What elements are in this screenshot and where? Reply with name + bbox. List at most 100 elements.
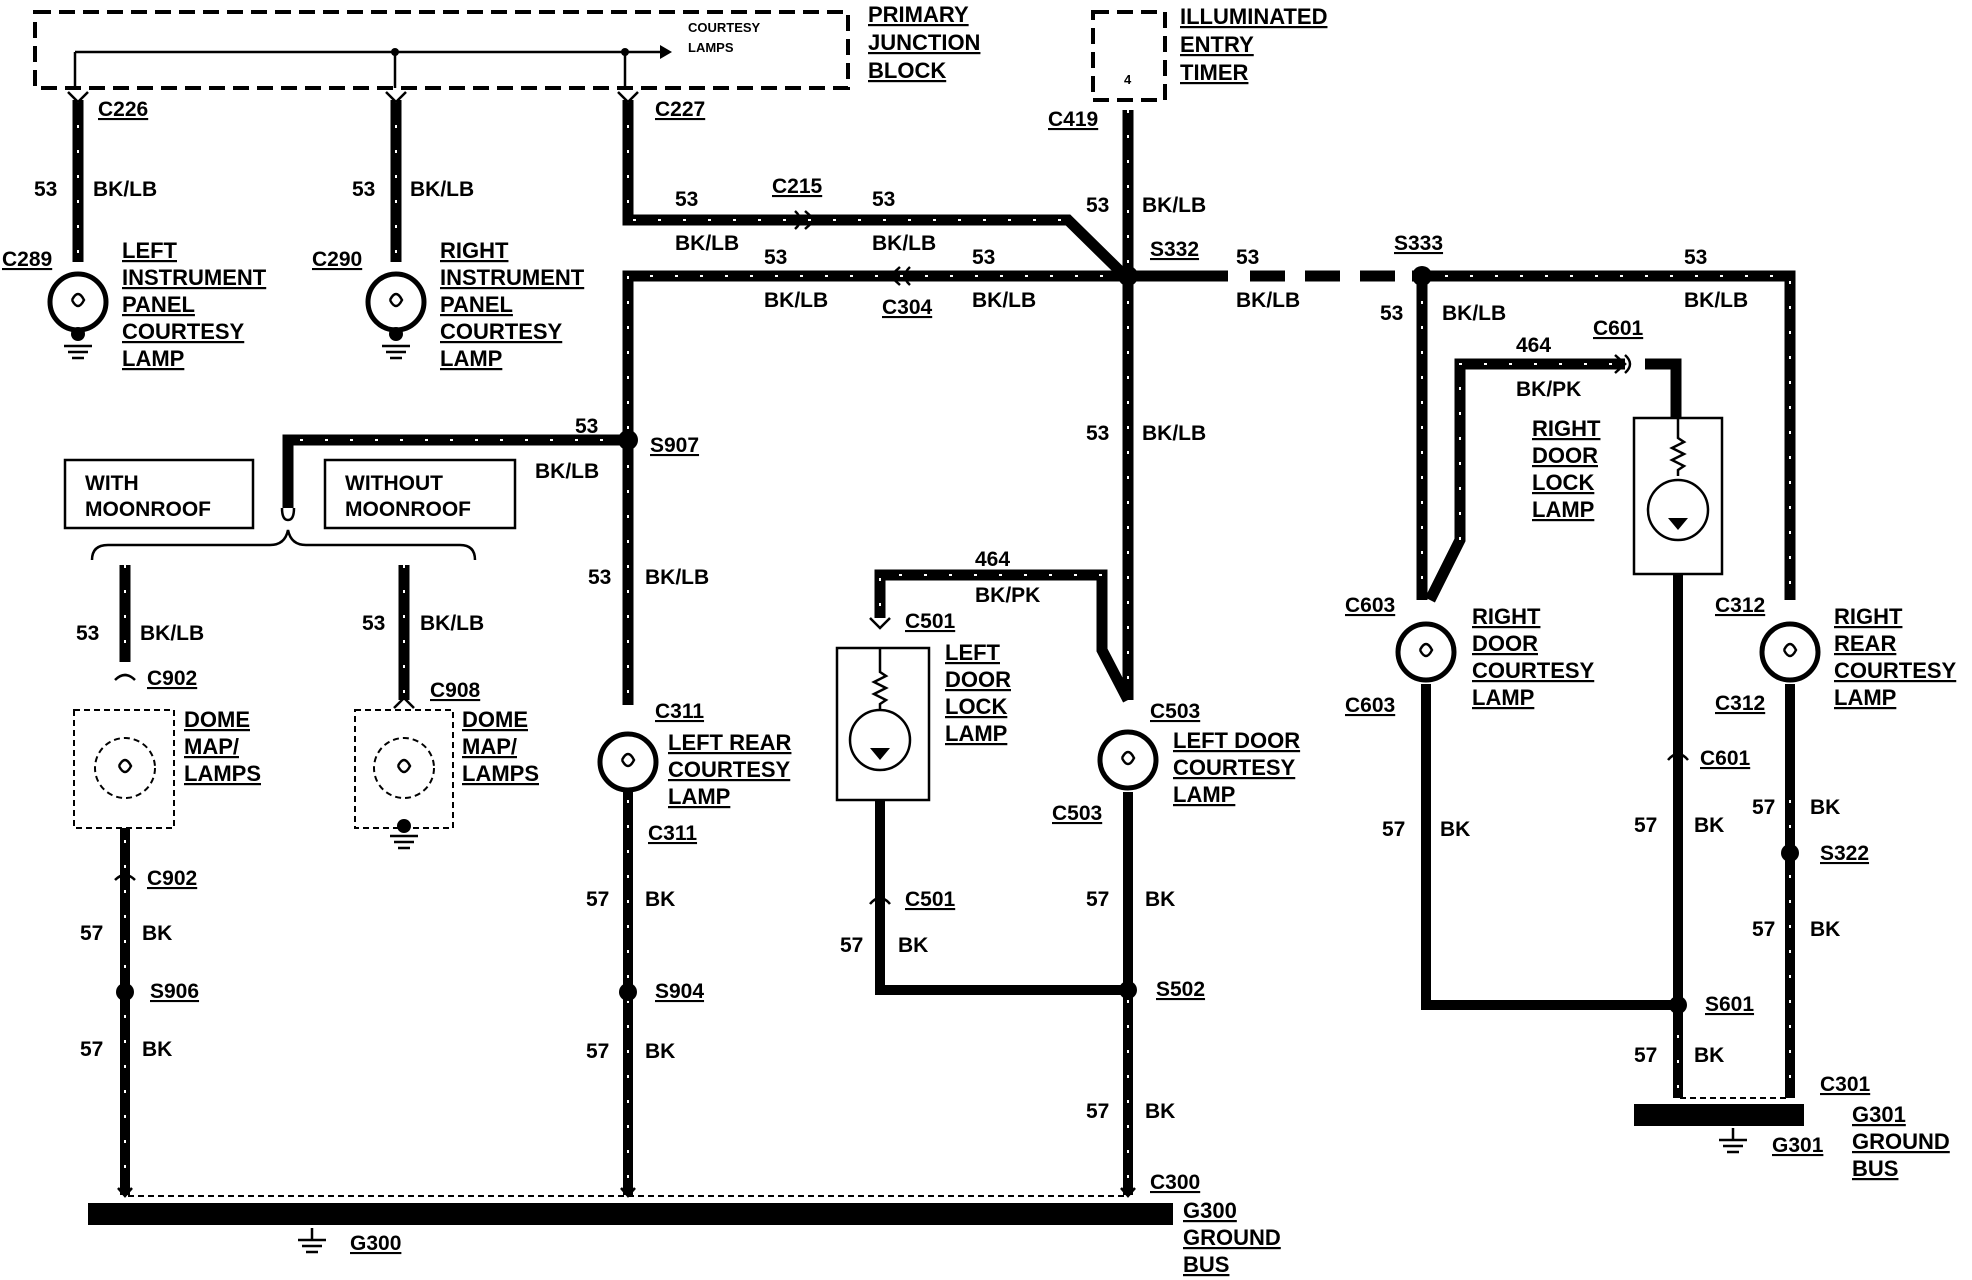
right-rear-courtesy-lamp (1759, 621, 1821, 683)
right-ip-lamp-label-4: COURTESY (440, 319, 563, 344)
wire-color: BK/LB (1236, 289, 1300, 312)
junction-title-3: BLOCK (868, 58, 946, 83)
wire-circuit: 53 (675, 188, 698, 211)
connector-c300: C300 (1150, 1171, 1200, 1194)
connector-labels: C226 C227 C419 C215 C304 C289 C290 C902 … (2, 98, 1871, 1194)
wire-color: BK/LB (1142, 422, 1206, 445)
junction-title-1: PRIMARY (868, 2, 969, 27)
wire-labels: 53 BK/LB 53 BK/LB 53 BK/LB 53 BK/LB 53 B… (34, 178, 1840, 1123)
left-rear-courtesy-lamp (597, 731, 659, 793)
wire-color: BK/LB (535, 460, 599, 483)
wire-color: BK/LB (675, 232, 739, 255)
timer-pin: 4 (1124, 72, 1132, 87)
wire-color: BK/LB (972, 289, 1036, 312)
wire-circuit: 464 (975, 548, 1010, 571)
splice-s904: S904 (655, 980, 704, 1003)
dome-map-1-label-3: LAMPS (184, 761, 261, 786)
right-ip-lamp-label-2: INSTRUMENT (440, 265, 585, 290)
with-moonroof-1: WITH (85, 472, 139, 495)
connector-c301: C301 (1820, 1073, 1871, 1096)
left-door-courtesy-label-2: COURTESY (1173, 755, 1296, 780)
g300-title-2: GROUND (1183, 1225, 1281, 1250)
right-door-courtesy-lamp (1395, 621, 1457, 683)
right-door-lock-label-3: LOCK (1532, 470, 1594, 495)
junction-title-2: JUNCTION (868, 30, 980, 55)
right-door-lock-label-4: LAMP (1532, 497, 1594, 522)
wire-circuit: 53 (1380, 302, 1403, 325)
wire-circuit: 57 (586, 888, 609, 911)
splice-s502: S502 (1156, 978, 1205, 1001)
wire-color: BK (898, 934, 928, 957)
junction-inner-label-2: LAMPS (688, 40, 734, 55)
g300-title-1: G300 (1183, 1198, 1237, 1223)
wire-circuit: 57 (1634, 814, 1657, 837)
g301-title-2: GROUND (1852, 1129, 1950, 1154)
dome-map-2-label-3: LAMPS (462, 761, 539, 786)
wire-circuit: 57 (1634, 1044, 1657, 1067)
connector-c601-bottom: C601 (1700, 747, 1751, 770)
g301-ground-bus: G301 G301 GROUND BUS (1634, 1102, 1950, 1181)
junction-inner-label-1: COURTESY (688, 20, 761, 35)
left-ip-lamp-label-1: LEFT (122, 238, 178, 263)
wire-circuit: 53 (1684, 246, 1707, 269)
connector-c908: C908 (430, 679, 481, 702)
wire-color: BK (645, 888, 675, 911)
wire-color: BK/LB (1684, 289, 1748, 312)
wire-circuit: 53 (872, 188, 895, 211)
connector-c902-top: C902 (147, 667, 197, 690)
wire-circuit: 57 (1752, 796, 1775, 819)
left-rear-courtesy-label-2: COURTESY (668, 757, 791, 782)
connector-marks (67, 91, 1790, 1198)
dome-map-2-label-1: DOME (462, 707, 528, 732)
connector-c503-bottom: C503 (1052, 802, 1102, 825)
right-ip-lamp-label-1: RIGHT (440, 238, 509, 263)
left-door-lock-label-2: DOOR (945, 667, 1011, 692)
wire-color: BK (1145, 1100, 1175, 1123)
timer-title-3: TIMER (1180, 60, 1249, 85)
wire-circuit: 57 (1086, 1100, 1109, 1123)
splice-s601: S601 (1705, 993, 1754, 1016)
wire-circuit: 57 (586, 1040, 609, 1063)
wire-color: BK/LB (140, 622, 204, 645)
wire-color: BK (645, 1040, 675, 1063)
with-moonroof-2: MOONROOF (85, 498, 211, 521)
wire-color: BK/LB (1142, 194, 1206, 217)
connector-c902-bottom: C902 (147, 867, 197, 890)
left-ip-lamp-label-2: INSTRUMENT (122, 265, 267, 290)
right-ip-lamp-label-3: PANEL (440, 292, 513, 317)
g300-ground-bus: G300 G300 GROUND BUS (88, 1198, 1281, 1277)
splice-s332: S332 (1150, 238, 1199, 261)
dome-map-lamp-2 (354, 709, 454, 850)
wire-color: BK (1440, 818, 1470, 841)
splice-s333: S333 (1394, 232, 1443, 255)
wire-color: BK/PK (1516, 378, 1581, 401)
wire-color: BK/LB (764, 289, 828, 312)
wire-color: BK (142, 922, 172, 945)
circuit-464-wires (874, 358, 1682, 703)
connector-c501-top: C501 (905, 610, 956, 633)
wire-color: BK (1810, 796, 1840, 819)
illuminated-entry-timer: 4 ILLUMINATED ENTRY TIMER (1091, 4, 1327, 102)
splice-labels: S332 S333 S907 S906 S904 S502 S601 S322 (150, 232, 1869, 1016)
wire-circuit: 53 (972, 246, 995, 269)
wire-circuit: 57 (80, 922, 103, 945)
wire-circuit: 57 (1382, 818, 1405, 841)
right-rear-courtesy-label-2: REAR (1834, 631, 1896, 656)
right-rear-courtesy-label-4: LAMP (1834, 685, 1896, 710)
without-moonroof-1: WITHOUT (345, 472, 443, 495)
wire-color: BK (1145, 888, 1175, 911)
g301-id: G301 (1772, 1134, 1824, 1157)
wire-circuit: 53 (362, 612, 385, 635)
connector-c503-top: C503 (1150, 700, 1200, 723)
splice-s906: S906 (150, 980, 199, 1003)
connector-c289: C289 (2, 248, 52, 271)
moonroof-selector: WITH MOONROOF WITHOUT MOONROOF (63, 458, 517, 561)
left-rear-courtesy-label-1: LEFT REAR (668, 730, 792, 755)
connector-c226: C226 (98, 98, 148, 121)
connector-c419: C419 (1048, 108, 1098, 131)
wire-circuit: 57 (80, 1038, 103, 1061)
without-moonroof-2: MOONROOF (345, 498, 471, 521)
component-labels: LEFT INSTRUMENT PANEL COURTESY LAMP RIGH… (122, 238, 1957, 809)
g301-title-3: BUS (1852, 1156, 1898, 1181)
